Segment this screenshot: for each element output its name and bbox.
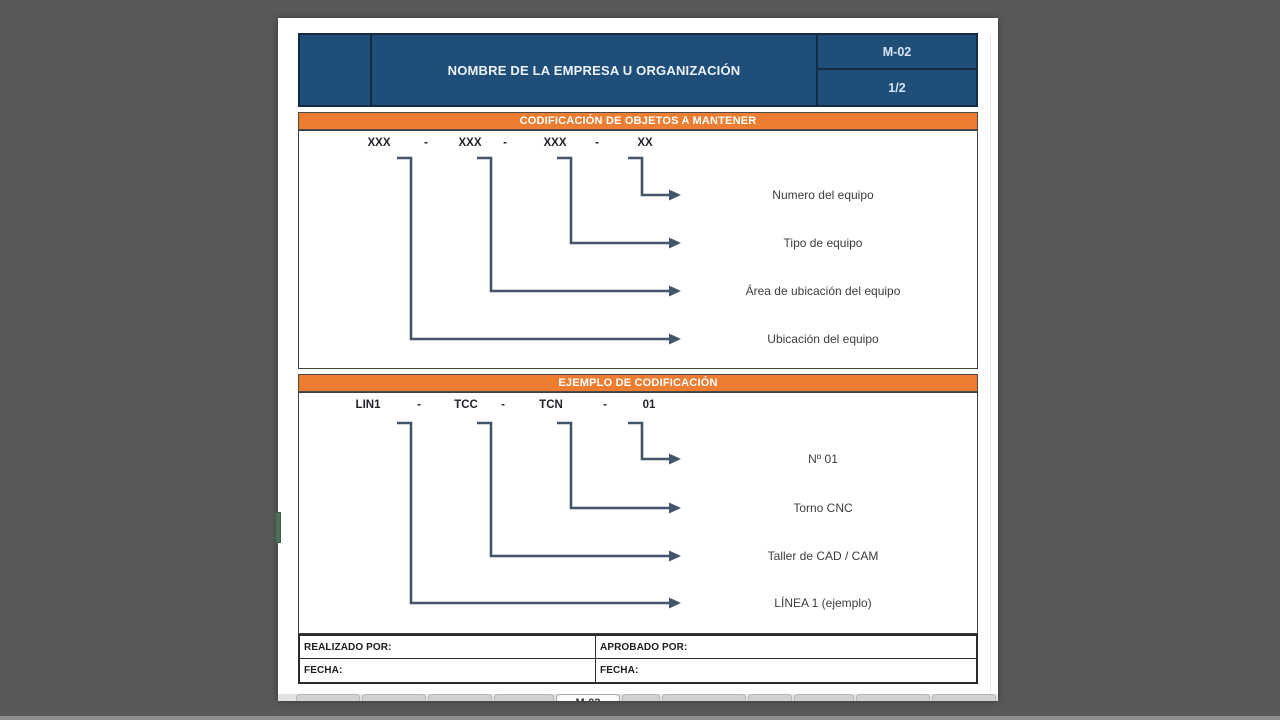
code-part: TCC xyxy=(454,399,478,411)
page-edge-guide xyxy=(990,34,991,694)
code-separator: - xyxy=(595,137,599,149)
bottom-edge-strip xyxy=(0,716,1280,720)
diagram-label: Nº 01 xyxy=(808,452,838,466)
section2-diagram: LIN1 - TCC - TCN - 01 Nº 01 Torno CNC Ta… xyxy=(298,392,978,634)
diagram-label: Ubicación del equipo xyxy=(767,332,879,346)
realizado-por-cell: REALIZADO POR: xyxy=(300,636,596,659)
section2-banner: EJEMPLO DE CODIFICACIÓN xyxy=(298,374,978,392)
code-part: 01 xyxy=(642,399,656,411)
sheet-tab[interactable] xyxy=(362,694,426,701)
diagram-label: Torno CNC xyxy=(793,501,853,515)
code-separator: - xyxy=(417,399,421,411)
code-part: XXX xyxy=(543,137,567,149)
sheet-tab-active[interactable]: M-02 xyxy=(556,694,620,701)
sheet-tab[interactable] xyxy=(748,694,792,701)
doc-code: M-02 xyxy=(818,35,976,70)
code-separator: - xyxy=(503,137,507,149)
sheet-tab[interactable] xyxy=(622,694,660,701)
code-part: LIN1 xyxy=(355,399,381,411)
section1-banner: CODIFICACIÓN DE OBJETOS A MANTENER xyxy=(298,112,978,130)
sheet-tab[interactable] xyxy=(932,694,996,701)
diagram-label: Numero del equipo xyxy=(772,188,874,202)
code-separator: - xyxy=(501,399,505,411)
diagram-label: Taller de CAD / CAM xyxy=(767,549,879,563)
fecha-left-cell: FECHA: xyxy=(300,659,596,682)
aprobado-por-cell: APROBADO POR: xyxy=(596,636,976,659)
green-edge-marker xyxy=(275,512,281,543)
code-part: TCN xyxy=(539,399,563,411)
document-page: NOMBRE DE LA EMPRESA U ORGANIZACIÓN M-02… xyxy=(278,18,998,701)
fecha-right-cell: FECHA: xyxy=(600,665,639,676)
page-number: 1/2 xyxy=(888,80,906,95)
code-part: XXX xyxy=(367,137,391,149)
diagram-label: Área de ubicación del equipo xyxy=(745,284,901,298)
code-part: XXX xyxy=(458,137,482,149)
section1-diagram: XXX - XXX - XXX - XX Numero del equipo T… xyxy=(298,130,978,369)
sheet-tab[interactable] xyxy=(494,694,554,701)
code-separator: - xyxy=(424,137,428,149)
diagram-label: LÍNEA 1 (ejemplo) xyxy=(774,596,872,610)
code-part: XX xyxy=(637,137,653,149)
code-separator: - xyxy=(603,399,607,411)
sheet-tab[interactable] xyxy=(794,694,854,701)
sheet-tab[interactable] xyxy=(296,694,360,701)
logo-cell xyxy=(300,35,372,105)
sheet-tab[interactable] xyxy=(856,694,930,701)
header-table: NOMBRE DE LA EMPRESA U ORGANIZACIÓN M-02… xyxy=(298,33,978,107)
sheet-tab[interactable] xyxy=(428,694,492,701)
section2-connector-arrows xyxy=(397,421,681,609)
signoff-table: REALIZADO POR: APROBADO POR: FECHA: FECH… xyxy=(298,634,978,684)
sheet-tab-strip: M-02 xyxy=(278,694,998,701)
section1-connector-arrows xyxy=(397,156,681,345)
company-title: NOMBRE DE LA EMPRESA U ORGANIZACIÓN xyxy=(372,35,818,105)
sheet-tab[interactable] xyxy=(662,694,746,701)
diagram-label: Tipo de equipo xyxy=(783,236,863,250)
